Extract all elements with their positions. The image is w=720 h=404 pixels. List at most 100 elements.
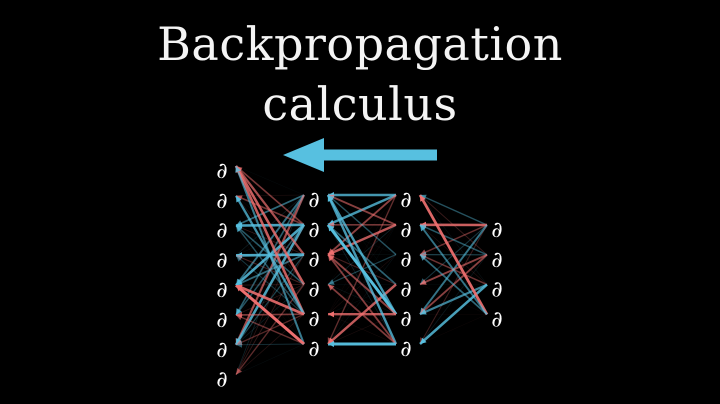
edge-arrowhead — [236, 285, 243, 292]
edge — [235, 165, 305, 226]
edge — [327, 313, 397, 345]
edge — [327, 224, 397, 345]
edge — [419, 283, 488, 316]
node-symbol-layer1-8: ∂ — [216, 368, 227, 393]
node-symbol-layer2-6: ∂ — [308, 337, 319, 362]
edge-arrowhead — [235, 166, 241, 173]
edge — [235, 283, 305, 376]
edge-arrowhead — [236, 195, 242, 203]
edge-arrowhead — [236, 368, 242, 375]
node-symbol-layer3-5: ∂ — [400, 307, 411, 332]
edge — [419, 224, 488, 256]
edge — [235, 343, 305, 346]
node-symbol-layer2-4: ∂ — [308, 277, 319, 302]
edge — [327, 223, 397, 256]
edge-arrowhead — [327, 195, 334, 202]
node-symbol-layer4-2: ∂ — [491, 248, 502, 273]
edge — [235, 343, 305, 375]
edge — [327, 253, 397, 315]
node-symbol-layer2-3: ∂ — [308, 248, 319, 273]
node-symbol-layer3-4: ∂ — [400, 277, 411, 302]
edge — [419, 314, 488, 345]
node-symbol-layer3-1: ∂ — [400, 188, 411, 213]
edge — [419, 224, 488, 315]
edge — [235, 165, 305, 256]
node-symbol-layer1-4: ∂ — [216, 248, 227, 273]
edge-arrowhead — [236, 280, 243, 286]
backward-arrow — [283, 138, 437, 172]
edge-arrowhead — [328, 341, 334, 347]
node-symbol-layer3-2: ∂ — [400, 218, 411, 243]
edge-arrowhead — [236, 255, 243, 261]
edge — [234, 165, 306, 286]
node-symbol-layer2-5: ∂ — [308, 307, 319, 332]
edge — [235, 254, 305, 315]
edge — [419, 194, 488, 226]
node-symbol-layer2-1: ∂ — [308, 188, 319, 213]
edge — [419, 194, 488, 285]
edge-arrowhead — [328, 279, 335, 285]
edge-arrowhead — [328, 254, 334, 262]
node-symbol-layer3-3: ∂ — [400, 248, 411, 273]
title-line-1: Backpropagation — [157, 17, 563, 71]
edge-arrowhead — [420, 254, 427, 261]
edge-arrowhead — [420, 195, 426, 202]
edge-arrowheads — [235, 166, 427, 375]
edge — [235, 313, 305, 346]
node-symbol-layer2-2: ∂ — [308, 218, 319, 243]
edge-arrowhead — [328, 224, 334, 232]
edge — [235, 283, 305, 286]
edge-arrowhead — [236, 314, 243, 321]
edge — [419, 224, 488, 256]
edge — [327, 194, 397, 256]
node-symbol-layer1-6: ∂ — [216, 308, 227, 333]
node-symbol-layer4-3: ∂ — [491, 278, 502, 303]
edge-arrowhead — [328, 284, 335, 291]
node-symbol-layer1-2: ∂ — [216, 189, 227, 214]
node-symbol-layer1-3: ∂ — [216, 219, 227, 244]
edge-arrowhead — [420, 224, 426, 232]
edge-arrowhead — [420, 309, 427, 315]
edge — [235, 283, 305, 316]
edge — [327, 194, 397, 256]
edge-arrowhead — [236, 341, 242, 348]
edge-arrowhead — [236, 339, 243, 346]
edge — [234, 165, 306, 315]
node-symbol-layer1-5: ∂ — [216, 278, 227, 303]
edge — [234, 224, 306, 346]
backward-arrow-head — [283, 138, 324, 172]
edge — [235, 255, 305, 345]
edge — [326, 194, 398, 345]
edge-arrowhead — [236, 308, 242, 315]
edge — [235, 284, 305, 346]
node-symbol-layer1-1: ∂ — [216, 159, 227, 184]
node-symbol-layer1-7: ∂ — [216, 338, 227, 363]
edge — [235, 254, 305, 285]
edge — [235, 314, 305, 345]
edge-arrowhead — [328, 311, 334, 318]
edge — [327, 194, 397, 285]
network-edges — [234, 165, 489, 376]
edge-arrowhead — [328, 249, 335, 255]
edge-arrowhead — [236, 255, 243, 262]
edge — [235, 313, 305, 375]
network-nodes: ∂∂∂∂∂∂∂∂∂∂∂∂∂∂∂∂∂∂∂∂∂∂∂∂ — [216, 159, 502, 393]
edge — [327, 194, 397, 226]
edge — [419, 284, 488, 315]
edge — [418, 194, 489, 316]
edge — [235, 165, 305, 196]
edge — [419, 194, 488, 256]
edge-arrowhead — [420, 279, 427, 285]
edge — [235, 225, 305, 345]
edge — [235, 253, 305, 287]
edge — [419, 253, 488, 316]
node-symbol-layer4-4: ∂ — [491, 307, 502, 332]
edge — [235, 165, 305, 345]
edge — [235, 195, 305, 345]
edge — [235, 225, 305, 315]
edge-arrowhead — [236, 252, 242, 259]
edge-arrowhead — [236, 225, 242, 233]
edge — [327, 283, 397, 345]
node-symbol-layer4-1: ∂ — [491, 218, 502, 243]
